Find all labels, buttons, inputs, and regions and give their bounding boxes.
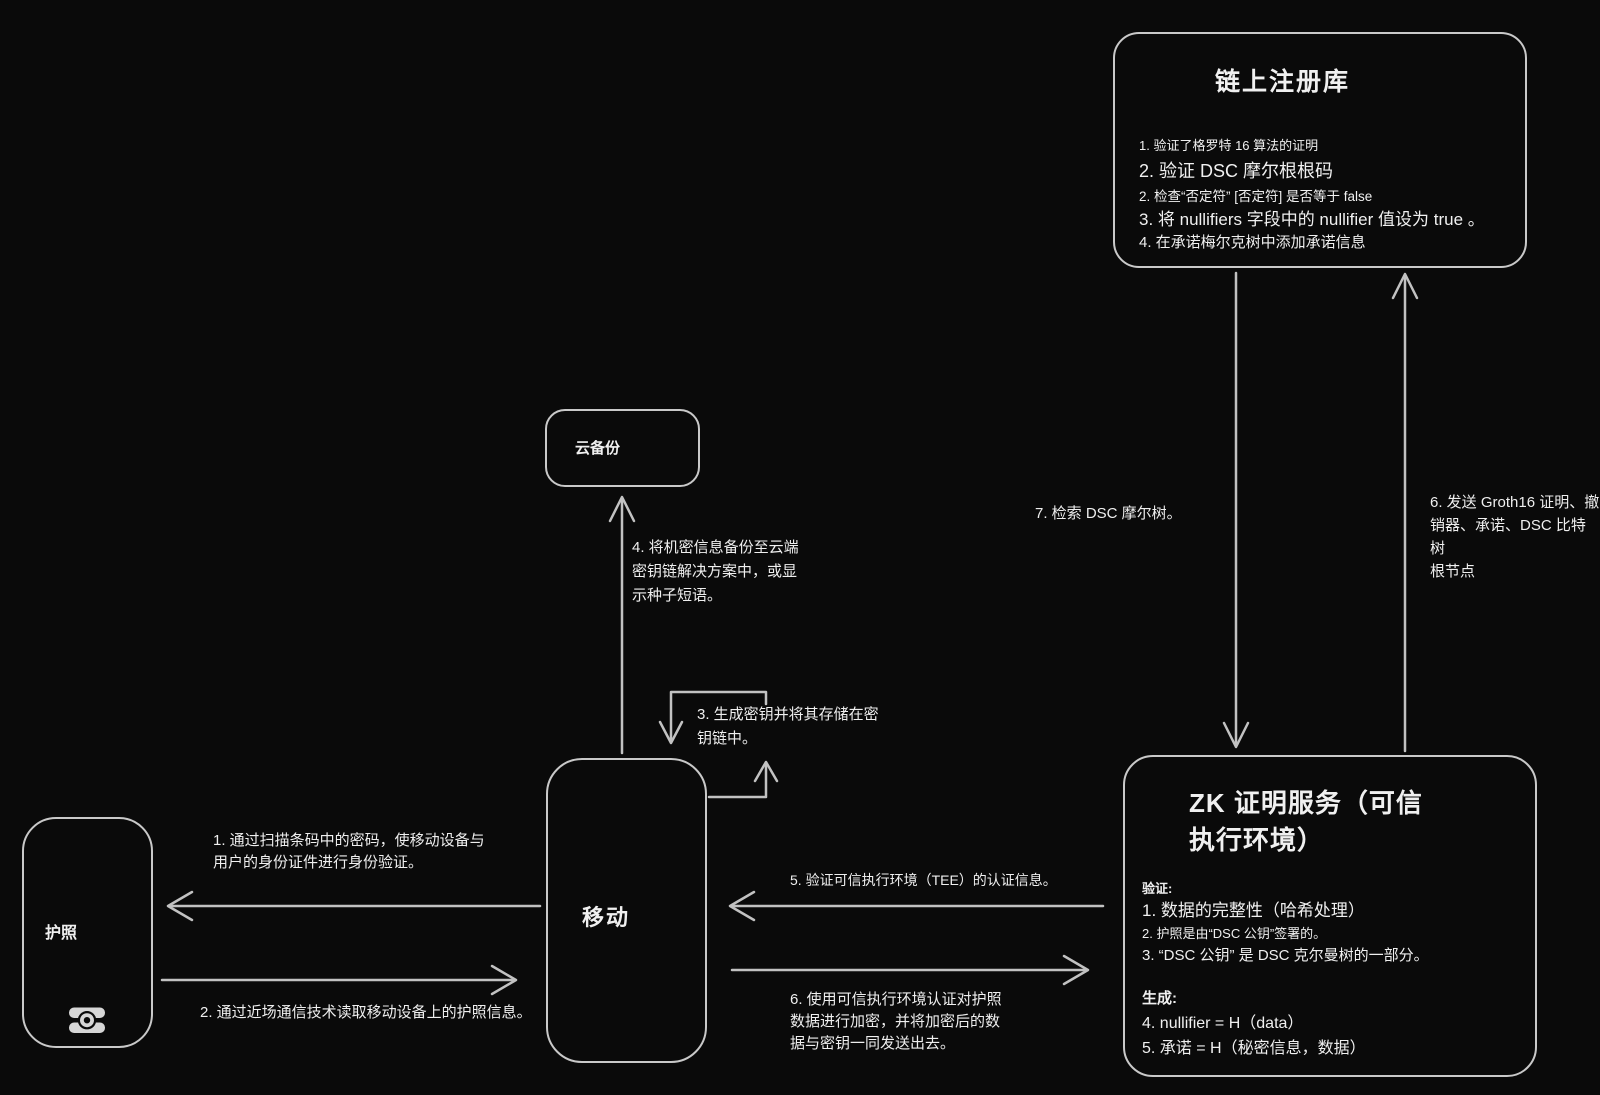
- arrow-mobile-to-zk: [730, 954, 1090, 986]
- arrow-mobile-to-passport: [166, 890, 542, 922]
- edge-label-cloud-backup: 4. 将机密信息备份至云端 密钥链解决方案中，或显 示种子短语。: [632, 539, 799, 604]
- registry-item: 1. 验证了格罗特 16 算法的证明: [1139, 138, 1319, 153]
- zk-body: 验证: 1. 数据的完整性（哈希处理） 2. 护照是由“DSC 公钥”签署的。 …: [1142, 879, 1527, 1061]
- arrow-mobile-self-loop: [658, 690, 779, 799]
- cloud-backup-label: 云备份: [575, 440, 621, 457]
- registry-list: 1. 验证了格罗特 16 算法的证明 2. 验证 DSC 摩尔根根码 2. 检查…: [1139, 134, 1515, 255]
- node-passport: 护照: [22, 817, 153, 1048]
- registry-item: 4. 在承诺梅尔克树中添加承诺信息: [1139, 234, 1366, 251]
- edge-label-tee-attest: 5. 验证可信执行环境（TEE）的认证信息。: [790, 872, 1057, 888]
- node-zk-service: ZK 证明服务（可信 执行环境） 验证: 1. 数据的完整性（哈希处理） 2. …: [1123, 755, 1537, 1077]
- arrow-registry-to-zk: [1222, 271, 1250, 749]
- registry-item: 3. 将 nullifiers 字段中的 nullifier 值设为 true …: [1139, 210, 1485, 229]
- edge-label-send-proof: 6. 发送 Groth16 证明、撤 销器、承诺、DSC 比特树 根节点: [1430, 494, 1600, 580]
- arrow-passport-to-mobile: [160, 964, 518, 996]
- passport-label: 护照: [45, 925, 78, 942]
- edge-label-fetch-tree: 7. 检索 DSC 摩尔树。: [1035, 505, 1182, 522]
- node-cloud-backup: 云备份: [545, 409, 700, 487]
- mobile-label: 移动: [582, 905, 631, 930]
- zk-verify-item: 2. 护照是由“DSC 公钥”签署的。: [1142, 926, 1327, 941]
- zk-verify-item: 1. 数据的完整性（哈希处理）: [1142, 901, 1365, 920]
- zk-generate-item: 4. nullifier = H（data）: [1142, 1015, 1304, 1032]
- arrow-zk-to-registry: [1391, 272, 1419, 753]
- node-mobile: 移动: [546, 758, 707, 1063]
- zk-verify-heading: 验证:: [1142, 881, 1173, 896]
- zk-generate-heading: 生成:: [1142, 990, 1177, 1007]
- zk-verify-item: 3. “DSC 公钥” 是 DSC 克尔曼树的一部分。: [1142, 947, 1429, 964]
- arrow-zk-to-mobile: [728, 890, 1105, 922]
- node-onchain-registry: 链上注册库 1. 验证了格罗特 16 算法的证明 2. 验证 DSC 摩尔根根码…: [1113, 32, 1527, 268]
- zk-title: ZK 证明服务（可信 执行环境）: [1189, 788, 1423, 855]
- edge-label-keygen: 3. 生成密钥并将其存储在密 钥链中。: [697, 706, 879, 747]
- arrow-mobile-to-cloud: [608, 495, 636, 755]
- zk-section-gap: [1142, 967, 1527, 987]
- edge-label-scan-auth: 1. 通过扫描条码中的密码，使移动设备与 用户的身份证件进行身份验证。: [213, 832, 485, 871]
- registry-item: 2. 验证 DSC 摩尔根根码: [1139, 161, 1334, 181]
- epassport-chip-icon: [69, 1007, 105, 1033]
- edge-label-send-encrypted: 6. 使用可信执行环境认证对护照 数据进行加密，并将加密后的数 据与密钥一同发送…: [790, 991, 1002, 1052]
- registry-item: 2. 检查“否定符” [否定符] 是否等于 false: [1139, 189, 1373, 204]
- zk-generate-item: 5. 承诺 = H（秘密信息，数据）: [1142, 1040, 1366, 1057]
- registry-title: 链上注册库: [1215, 68, 1351, 96]
- edge-label-nfc-read: 2. 通过近场通信技术读取移动设备上的护照信息。: [200, 1004, 532, 1021]
